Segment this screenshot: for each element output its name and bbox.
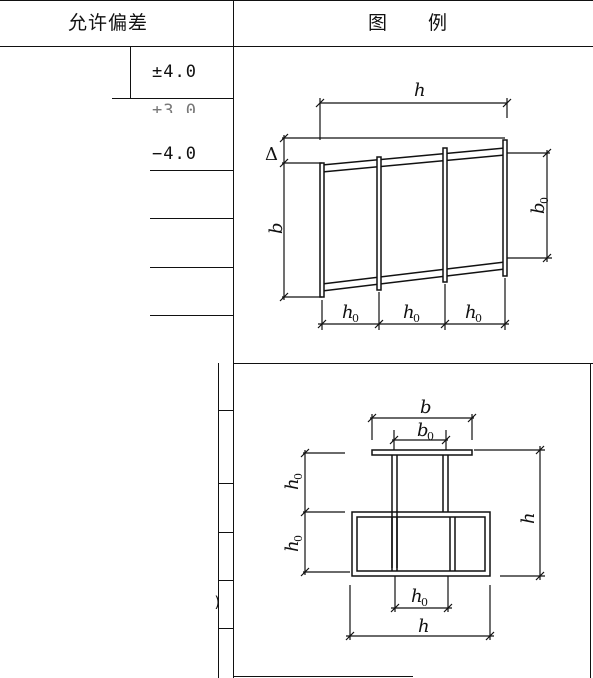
- h0-sub: 0: [413, 312, 420, 325]
- h0-sub: 0: [352, 312, 359, 325]
- row-rule: [112, 98, 233, 99]
- legend-header: 图 例: [368, 12, 449, 34]
- tolerance-subcolumn-divider: [130, 46, 131, 98]
- h0-main: h: [465, 302, 477, 323]
- b0-sub: 0: [427, 430, 434, 443]
- h0-sub: 0: [292, 473, 305, 480]
- section-h-bottom-label: h: [418, 616, 430, 637]
- section-h-right-label: h: [518, 512, 539, 524]
- section-h0-label-lower: h 0: [282, 535, 305, 552]
- tolerance-value-1: ±4.0: [152, 62, 197, 82]
- h0-label-2: h 0: [403, 302, 420, 325]
- top-h-label: h: [414, 80, 426, 101]
- top-beam-figure: [279, 98, 552, 330]
- h0-main: h: [411, 586, 423, 607]
- header-top-rule: [0, 0, 593, 1]
- section-h0-bottom-label: h 0: [411, 586, 428, 609]
- row-rule: [150, 267, 233, 268]
- h0-main: h: [282, 540, 303, 552]
- section-h0-label-upper: h 0: [282, 473, 305, 490]
- tolerance-value-3: −4.0: [152, 144, 197, 164]
- h0-main: h: [282, 478, 303, 490]
- delta-label: Δ: [265, 144, 278, 165]
- row-rule: [218, 580, 233, 581]
- row-rule: [150, 218, 233, 219]
- h0-sub: 0: [292, 535, 305, 542]
- row-rule: [218, 532, 233, 533]
- stray-glyph: ): [213, 593, 224, 611]
- right-edge-rule: [590, 363, 591, 678]
- tolerance-value-2: ±3.0: [152, 101, 197, 121]
- b0-label: b 0: [528, 197, 551, 214]
- bottom-section-figure: [300, 413, 545, 641]
- h0-main: h: [403, 302, 415, 323]
- tolerance-header: 允许偏差: [68, 12, 149, 34]
- b0-main: b: [417, 420, 429, 441]
- figure-divider-rule: [233, 363, 593, 364]
- section-b0-label: b 0: [417, 420, 434, 443]
- h0-sub: 0: [421, 596, 428, 609]
- left-clip-edge: [218, 363, 219, 678]
- b0-sub: 0: [538, 197, 551, 204]
- h0-main: h: [342, 302, 354, 323]
- h0-label-1: h 0: [342, 302, 359, 325]
- row-rule: [218, 628, 233, 629]
- header-bottom-rule: [0, 46, 593, 47]
- column-divider: [233, 0, 234, 678]
- h0-sub: 0: [475, 312, 482, 325]
- b-label: b: [266, 222, 287, 234]
- section-b-label: b: [420, 397, 432, 418]
- row-rule: [218, 483, 233, 484]
- bottom-rule: [233, 676, 413, 677]
- row-rule: [150, 315, 233, 316]
- b0-main: b: [528, 202, 549, 214]
- row-rule: [218, 410, 233, 411]
- row-rule: [150, 170, 233, 171]
- h0-label-3: h 0: [465, 302, 482, 325]
